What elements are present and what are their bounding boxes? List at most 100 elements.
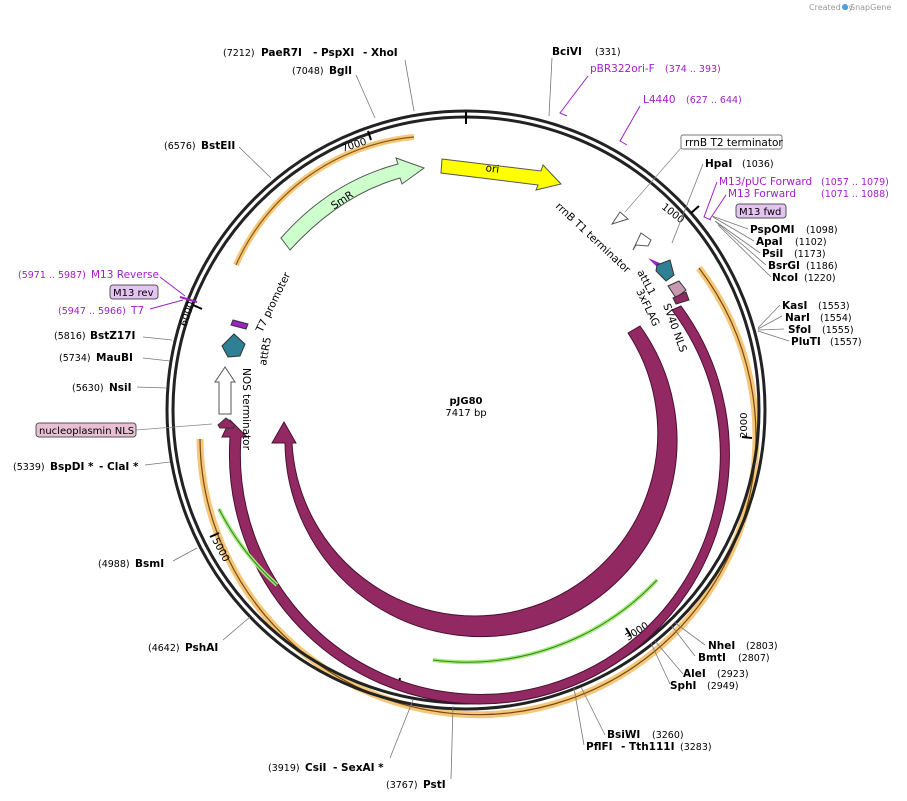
rrnb-t2-terminator-box[interactable] [680, 134, 783, 150]
backbone-outer [165, 109, 767, 711]
enzyme-hpai-pos: (1036) [742, 159, 774, 170]
enzyme-apai-name[interactable]: ApaI [756, 236, 783, 248]
ori-feature[interactable] [440, 158, 562, 191]
enzyme-pspxi-name[interactable]: - PspXI [313, 47, 354, 59]
tick-label-2000: 2000 [739, 413, 750, 438]
enzyme-bmti-name[interactable]: BmtI [698, 652, 726, 664]
enzyme-psii-pos: (1173) [794, 249, 826, 260]
enzyme-bsmi-name[interactable]: BsmI [135, 558, 164, 570]
nls-box-text: nucleoplasmin NLS [39, 426, 134, 437]
enzyme-pspomi-pos: (1098) [806, 225, 838, 236]
tick-mark-7000 [367, 130, 372, 141]
t7-promoter-feature[interactable] [230, 319, 249, 330]
nos-terminator-feature[interactable] [214, 366, 236, 415]
primer-labels: pBR322ori-F (374 .. 393) L4440 (627 .. 6… [18, 63, 889, 317]
enzyme-nsii-name[interactable]: NsiI [109, 382, 132, 394]
watermark-brand: SnapGene [850, 3, 891, 12]
enzyme-bgli-name[interactable]: BglI [329, 65, 352, 77]
enzyme-bcivi-name[interactable]: BciVI [552, 46, 582, 58]
enzyme-bstz17i-name[interactable]: BstZ17I [90, 330, 135, 342]
primer-l4440-name[interactable]: L4440 [643, 94, 676, 106]
plasmid-size: 7417 bp [445, 408, 486, 419]
enzyme-leader-lines [136, 57, 790, 780]
watermark-created-by: Created by [809, 3, 853, 12]
enzyme-bspdi-name[interactable]: BspDI * [50, 461, 94, 473]
enzyme-psti-name[interactable]: PstI [423, 779, 446, 791]
nucleoplasmin-nls-feature[interactable] [217, 417, 236, 429]
primer-m13forward-pos: (1071 .. 1088) [821, 189, 889, 200]
enzyme-hpai-name[interactable]: HpaI [705, 158, 732, 170]
enzyme-tth111i-name[interactable]: - Tth111I [621, 741, 675, 753]
enzyme-csii-pos: (3919) [268, 763, 300, 774]
enzyme-bsteii-pos: (6576) [164, 141, 196, 152]
3xflag-label: 3xFLAG [633, 287, 661, 328]
primer-m13puc-name[interactable]: M13/pUC Forward [719, 176, 812, 188]
enzyme-psti-pos: (3767) [386, 780, 418, 791]
enzyme-ncoi-name[interactable]: NcoI [772, 272, 798, 284]
enzyme-nsii-pos: (5630) [72, 383, 104, 394]
cas9-green-highlight-1-line [432, 579, 658, 663]
enzyme-sfoi-name[interactable]: SfoI [788, 324, 811, 336]
enzyme-bsrgi-name[interactable]: BsrGI [768, 260, 800, 272]
m13-rev-mark [179, 296, 198, 303]
enzyme-sphi-name[interactable]: SphI [670, 680, 696, 692]
nucleoplasmin-nls-box[interactable]: nucleoplasmin NLS [35, 422, 137, 438]
enzyme-nhei-name[interactable]: NheI [708, 640, 735, 652]
enzyme-bsiwi-name[interactable]: BsiWI [607, 729, 640, 741]
cas9-outer-feature[interactable] [221, 305, 730, 705]
enzyme-xhoi-name[interactable]: - XhoI [363, 47, 398, 59]
enzyme-pspomi-name[interactable]: PspOMI [750, 224, 795, 236]
primer-m13forward-name[interactable]: M13 Forward [728, 188, 796, 200]
rrnb-t2-leader [624, 147, 682, 213]
nls-leader [135, 423, 213, 431]
enzyme-kasi-name[interactable]: KasI [782, 300, 807, 312]
t7-promoter-label: T7 promoter [253, 270, 293, 335]
enzyme-sfoi-pos: (1555) [822, 325, 854, 336]
cas9-inner-label: Cas9 [517, 571, 545, 589]
enzyme-sphi-pos: (2949) [707, 681, 739, 692]
nos-terminator-label: NOS terminator [240, 368, 252, 451]
enzyme-maubi-name[interactable]: MauBI [96, 352, 133, 364]
enzyme-pflfi-pos: (3283) [680, 742, 712, 753]
cas9-inner-feature[interactable] [271, 325, 678, 638]
ori-label: ori [485, 162, 500, 176]
enzyme-bsteii-name[interactable]: BstEII [201, 140, 235, 152]
m13-fwd-box[interactable]: M13 fwd [735, 203, 787, 219]
enzyme-paer7i-name[interactable]: PaeR7I [261, 47, 302, 59]
attl1-feature[interactable] [655, 259, 675, 282]
primer-m13reverse-pos: (5971 .. 5987) [18, 270, 86, 281]
enzyme-pshai-name[interactable]: PshAI [185, 642, 218, 654]
rrnb-t1-terminator-label: rrnB T1 terminator [553, 200, 633, 276]
m13-rev-box-text: M13 rev [113, 288, 154, 299]
enzyme-clai-name[interactable]: - ClaI * [99, 461, 139, 473]
smr-highlight-line [235, 136, 415, 266]
cas9-highlight-line [199, 267, 757, 716]
enzyme-bsmi-pos: (4988) [98, 559, 130, 570]
rrnb-t2-terminator-feature[interactable] [610, 211, 630, 225]
primer-m13reverse-name[interactable]: M13 Reverse [91, 269, 159, 281]
enzyme-pflfi-name[interactable]: PflFI [586, 741, 613, 753]
enzyme-sexai-name[interactable]: - SexAI * [333, 762, 384, 774]
enzyme-alei-name[interactable]: AleI [683, 668, 706, 680]
m13-fwd-box-rect [735, 203, 787, 219]
3xflag-feature[interactable] [667, 280, 687, 299]
smr-feature[interactable] [280, 157, 426, 251]
rrnb-t1-terminator-feature[interactable] [632, 232, 652, 251]
enzyme-nari-pos: (1554) [820, 313, 852, 324]
snapgene-watermark: Created by SnapGene [809, 3, 891, 12]
primer-leader-lines [149, 75, 727, 310]
primer-pbr322ori-name[interactable]: pBR322ori-F [590, 63, 655, 75]
enzyme-psii-name[interactable]: PsiI [762, 248, 783, 260]
sv40-nls-feature[interactable] [672, 291, 690, 305]
enzyme-csii-name[interactable]: CsiI [305, 762, 326, 774]
m13-rev-box[interactable]: M13 rev [109, 284, 159, 300]
primer-t7-name[interactable]: T7 [130, 305, 144, 317]
attr5-feature[interactable] [221, 333, 246, 358]
enzyme-nari-name[interactable]: NarI [785, 312, 810, 324]
enzyme-bcivi-pos: (331) [595, 47, 621, 58]
primer-pbr322ori-pos: (374 .. 393) [665, 64, 721, 75]
enzyme-pluti-name[interactable]: PluTI [791, 336, 821, 348]
cas9-green-highlight-2-line [218, 508, 278, 586]
enzyme-alei-pos: (2923) [717, 669, 749, 680]
